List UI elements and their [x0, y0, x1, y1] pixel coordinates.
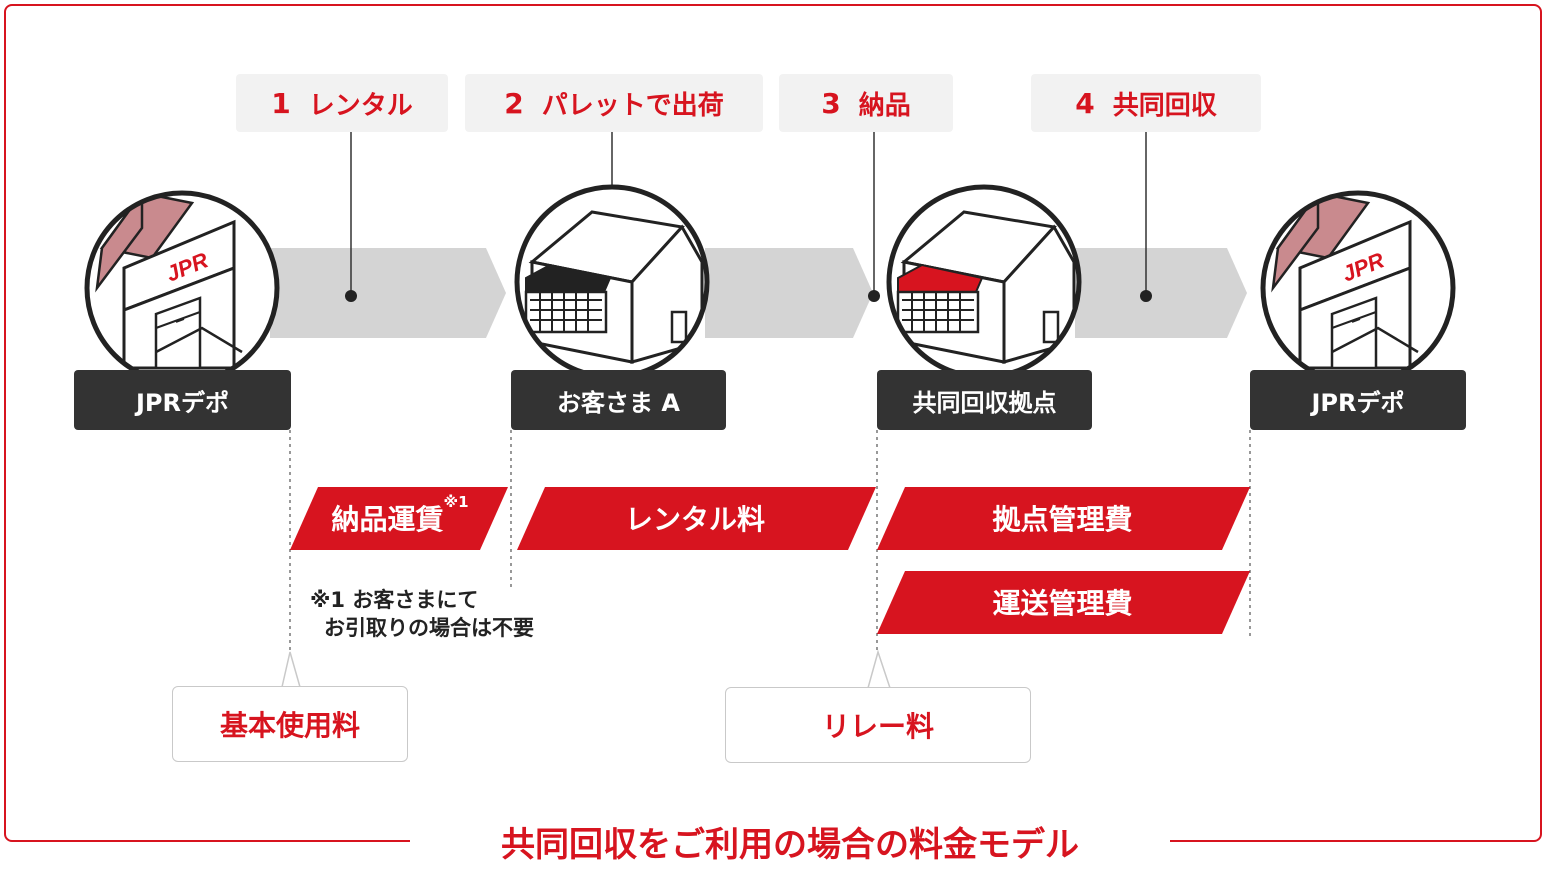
- footnote-line-1: ※1 お客さまにて: [310, 588, 479, 612]
- step-number: 2: [504, 86, 524, 120]
- step-number: 1: [271, 86, 291, 120]
- step-3-delivery: 3 納品: [779, 74, 953, 132]
- node-customer-a: お客さま A: [511, 370, 726, 430]
- fee-transport-management: 運送管理費: [992, 587, 1133, 620]
- fee-base-management: 拠点管理費: [992, 503, 1133, 536]
- step-label: レンタル: [308, 90, 413, 121]
- node-jpr-depot-end: JPRデポ: [1250, 370, 1466, 430]
- footnote-line-2: お引取りの場合は不要: [324, 616, 534, 640]
- fee-label: 納品運賃: [331, 503, 444, 536]
- step-1-rental: 1 レンタル: [236, 74, 448, 132]
- frame-title-gap: [410, 818, 1170, 872]
- fee-delivery-freight: 納品運賃 ※1: [300, 487, 500, 549]
- step-number: 4: [1075, 86, 1095, 120]
- step-label: 納品: [858, 90, 911, 121]
- fee-rental: レンタル料: [624, 503, 765, 536]
- callout-relay-fee: リレー料: [725, 687, 1031, 763]
- step-number: 3: [821, 86, 841, 120]
- step-2-pallet-shipping: 2 パレットで出荷: [465, 74, 763, 132]
- footnote-mark: ※1: [443, 493, 469, 511]
- step-label: パレットで出荷: [541, 90, 724, 121]
- step-label: 共同回収: [1112, 90, 1217, 121]
- node-jpr-depot-start: JPRデポ: [74, 370, 291, 430]
- footnote: ※1 お客さまにて お引取りの場合は不要: [310, 586, 534, 642]
- diagram-title: 共同回収をご利用の場合の料金モデル: [501, 825, 1079, 865]
- step-4-joint-collection: 4 共同回収: [1031, 74, 1261, 132]
- callout-basic-usage-fee: 基本使用料: [172, 686, 408, 762]
- node-collection-base: 共同回収拠点: [877, 370, 1092, 430]
